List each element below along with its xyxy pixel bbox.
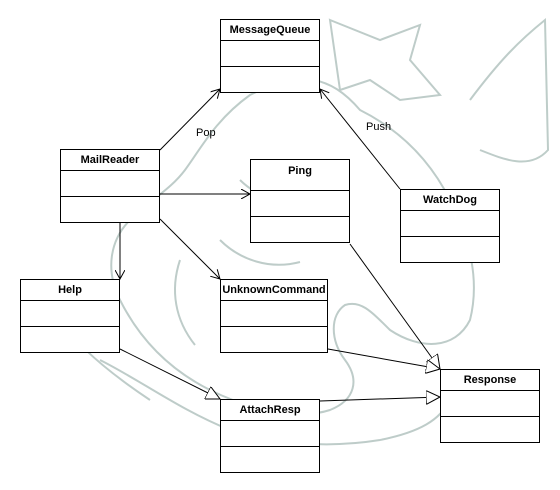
class-name-messagequeue: MessageQueue <box>221 20 319 41</box>
class-attributes <box>251 191 349 217</box>
edge-label-push: Push <box>366 121 392 133</box>
class-box-help[interactable]: Help <box>20 279 120 353</box>
class-operations <box>441 417 539 442</box>
edge-watchdog-messagequeue <box>320 89 401 190</box>
class-operations <box>21 327 119 352</box>
edge-mailreader-unknowncommand <box>159 218 220 279</box>
class-attributes <box>61 171 159 197</box>
class-box-mailreader[interactable]: MailReader <box>60 149 160 223</box>
class-box-attachresp[interactable]: AttachResp <box>220 399 320 473</box>
class-name-ping: Ping <box>251 160 349 191</box>
edge-ping-response <box>349 243 440 369</box>
class-operations <box>221 447 319 472</box>
class-box-response[interactable]: Response <box>440 369 540 443</box>
edge-help-attachresp <box>119 348 220 399</box>
class-attributes <box>401 211 499 237</box>
class-box-ping[interactable]: Ping <box>250 159 350 243</box>
class-attributes <box>221 41 319 67</box>
class-attributes <box>221 301 327 327</box>
class-name-response: Response <box>441 370 539 391</box>
connectors <box>120 89 440 401</box>
edge-attachresp-response <box>319 397 440 401</box>
edge-label-pop: Pop <box>196 127 216 139</box>
class-name-watchdog: WatchDog <box>401 190 499 211</box>
class-box-unknowncommand[interactable]: UnknownCommand <box>220 279 328 353</box>
class-box-watchdog[interactable]: WatchDog <box>400 189 500 263</box>
class-attributes <box>221 421 319 447</box>
class-name-attachresp: AttachResp <box>221 400 319 421</box>
class-operations <box>221 327 327 352</box>
class-operations <box>251 217 349 242</box>
class-operations <box>401 237 499 262</box>
class-operations <box>221 67 319 92</box>
edge-unknowncommand-response <box>327 348 440 369</box>
class-operations <box>61 197 159 222</box>
class-name-unknowncommand: UnknownCommand <box>221 280 327 301</box>
class-name-mailreader: MailReader <box>61 150 159 171</box>
class-name-help: Help <box>21 280 119 301</box>
class-attributes <box>441 391 539 417</box>
class-box-messagequeue[interactable]: MessageQueue <box>220 19 320 93</box>
edge-mailreader-messagequeue <box>159 89 220 151</box>
class-attributes <box>21 301 119 327</box>
